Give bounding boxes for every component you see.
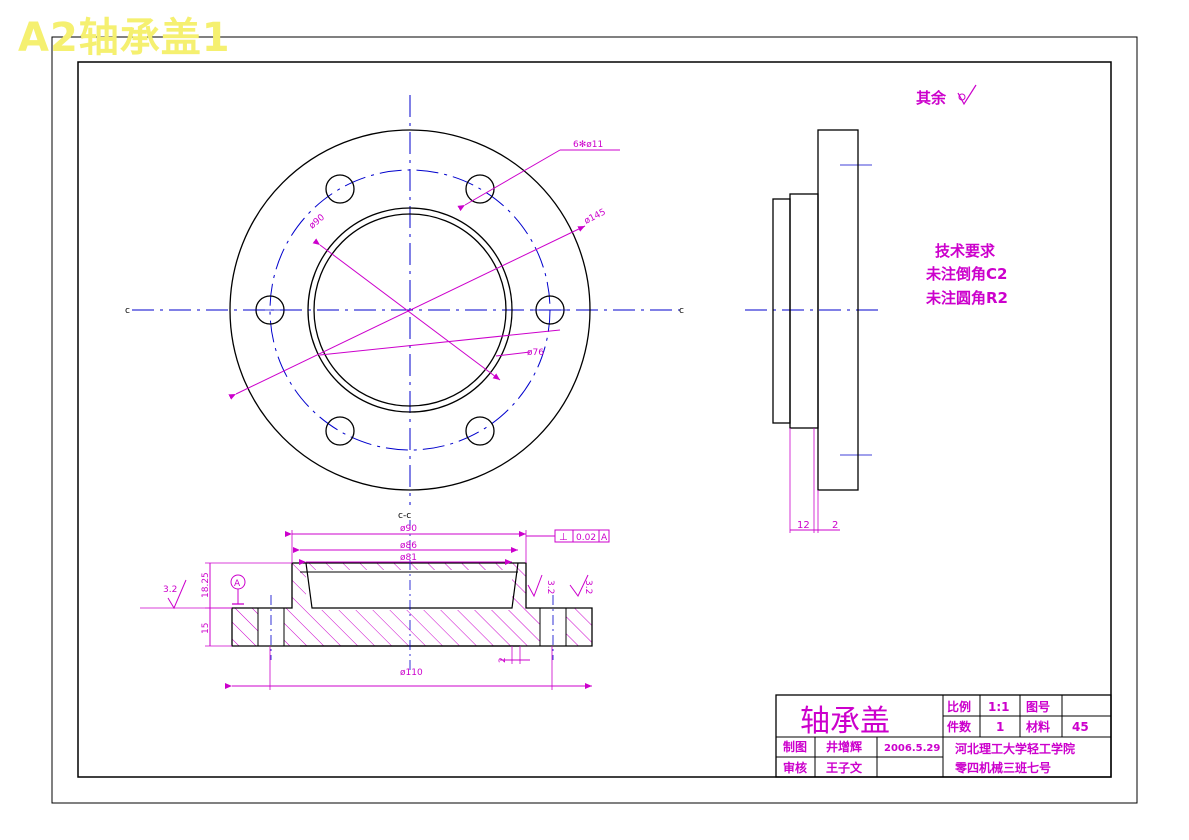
section-mark-left: c <box>125 306 130 316</box>
scale-value: 1:1 <box>988 700 1010 714</box>
qty-label: 件数 <box>947 719 972 734</box>
tol-symbol: ⊥ <box>559 532 568 543</box>
holes-dim: 6✻ø11 <box>573 140 603 150</box>
outer-border <box>51 36 1138 804</box>
tol-value: 0.02 <box>576 533 596 543</box>
section-view <box>140 520 610 690</box>
section-d86: ø86 <box>400 541 417 551</box>
section-d110: ø110 <box>400 668 423 678</box>
d76-dim: ø76 <box>527 348 544 358</box>
roughness-right: 3.2 <box>583 580 593 594</box>
drawn-label: 制图 <box>783 739 807 754</box>
d90-top-dim: ø90 <box>308 213 328 232</box>
checked-by: 王子文 <box>826 760 863 775</box>
side-view <box>745 129 880 533</box>
drawn-date: 2006.5.29 <box>884 743 940 754</box>
material-label: 材料 <box>1025 719 1050 734</box>
section-dim-2: 2 <box>498 657 508 663</box>
section-h15: 15 <box>201 623 211 634</box>
tech-req-line1: 未注倒角C2 <box>925 265 1007 283</box>
sheet-stamp: A2轴承盖1 <box>18 15 231 61</box>
d145-dim: ø145 <box>583 207 608 226</box>
part-name: 轴承盖 <box>800 704 890 739</box>
roughness-mid: 3.2 <box>545 580 555 594</box>
roughness-note-icon <box>957 84 977 106</box>
section-h1825: 18.25 <box>201 572 211 598</box>
side-dim-12: 12 <box>797 520 810 531</box>
roughness-note: 其余 <box>916 89 947 107</box>
checked-label: 审核 <box>783 760 807 775</box>
inner-border <box>77 61 1112 778</box>
section-mark-right: c <box>679 306 684 316</box>
section-d90: ø90 <box>400 524 417 534</box>
roughness-left: 3.2 <box>163 585 177 595</box>
drawn-by: 井增辉 <box>826 739 862 754</box>
tech-req-title: 技术要求 <box>935 242 996 260</box>
tech-req-line2: 未注圆角R2 <box>925 289 1008 307</box>
section-d81: ø81 <box>400 553 417 563</box>
school-name: 河北理工大学轻工学院 <box>954 741 1075 756</box>
material-value: 45 <box>1072 720 1089 734</box>
qty-value: 1 <box>996 720 1004 734</box>
front-view <box>132 95 680 505</box>
section-mark-bottom: c-c <box>398 511 411 521</box>
title-block <box>775 694 1112 778</box>
class-name: 零四机械三班七号 <box>954 760 1051 775</box>
tol-ref: A <box>601 533 608 543</box>
side-dim-2: 2 <box>832 520 838 531</box>
scale-label: 比例 <box>947 699 971 714</box>
drawing-no-label: 图号 <box>1026 699 1050 714</box>
datum-a: A <box>234 579 241 589</box>
